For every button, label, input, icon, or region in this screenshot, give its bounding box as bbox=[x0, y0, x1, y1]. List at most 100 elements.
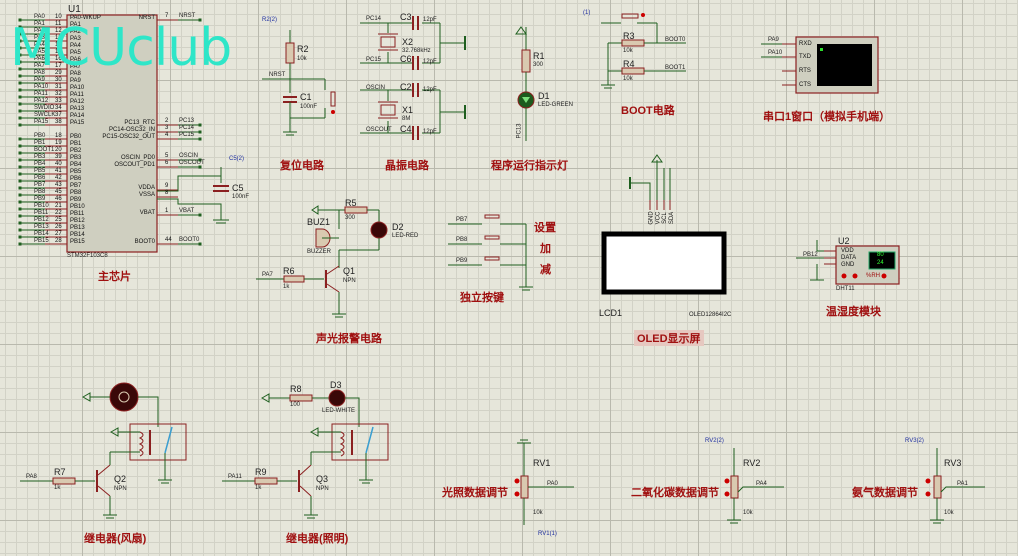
net-terminal[interactable] bbox=[18, 193, 22, 197]
net-terminal[interactable] bbox=[198, 137, 202, 141]
net-terminal[interactable] bbox=[18, 53, 22, 57]
rv1-net: PA0 bbox=[547, 481, 558, 487]
oled-display[interactable] bbox=[601, 154, 727, 295]
net-terminal[interactable] bbox=[198, 123, 202, 127]
net-terminal[interactable] bbox=[18, 221, 22, 225]
uart-terminal[interactable] bbox=[761, 36, 879, 94]
dht11-sensor[interactable] bbox=[796, 240, 900, 285]
mcu-pin-name: PA4 bbox=[70, 43, 81, 49]
net-terminal[interactable] bbox=[198, 130, 202, 134]
net-terminal[interactable] bbox=[18, 207, 22, 211]
mcu-pin-number: 46 bbox=[55, 196, 62, 202]
net-terminal[interactable] bbox=[18, 172, 22, 176]
net-terminal[interactable] bbox=[18, 88, 22, 92]
mcu-body[interactable] bbox=[66, 14, 158, 253]
x1-value: 8M bbox=[402, 116, 411, 122]
net-terminal[interactable] bbox=[18, 242, 22, 246]
rv2-net: PA4 bbox=[756, 481, 767, 487]
mcu-pin-name: PC14-OSC32_IN bbox=[108, 127, 155, 133]
mcu-pin-name: PB15 bbox=[70, 239, 85, 245]
net-terminal[interactable] bbox=[198, 158, 202, 162]
reset-circuit[interactable] bbox=[262, 30, 336, 136]
mcu-pin-number: 44 bbox=[165, 237, 172, 243]
mcu-net-label: SWDIO bbox=[34, 105, 55, 111]
mcu-pin-number: 29 bbox=[55, 70, 62, 76]
mcu-net-label: PB0 bbox=[34, 133, 46, 139]
rv1-pot[interactable] bbox=[514, 439, 575, 525]
mcu-pin-name: VSSA bbox=[138, 192, 155, 198]
rv1-probe[interactable]: RV1(1) bbox=[538, 531, 557, 537]
run-led-net: PC13 bbox=[516, 123, 523, 139]
net-terminal[interactable] bbox=[18, 228, 22, 232]
mcu-net-label: PB12 bbox=[34, 217, 49, 223]
net-terminal[interactable] bbox=[198, 242, 202, 246]
crystal-circuit[interactable] bbox=[360, 16, 466, 140]
net-terminal[interactable] bbox=[18, 137, 22, 141]
mcu-pin-number: 10 bbox=[55, 14, 62, 20]
net-terminal[interactable] bbox=[18, 179, 22, 183]
mcu-pin-name: BOOT0 bbox=[134, 239, 155, 245]
net-terminal[interactable] bbox=[18, 165, 22, 169]
mcu-pin-name: PA10 bbox=[70, 85, 85, 91]
mcu-pin-name: PB12 bbox=[70, 218, 85, 224]
net-terminal[interactable] bbox=[18, 25, 22, 29]
keys-circuit[interactable] bbox=[448, 214, 533, 291]
net-terminal[interactable] bbox=[18, 60, 22, 64]
c5-probe[interactable]: C5(2) bbox=[229, 156, 245, 162]
net-terminal[interactable] bbox=[18, 102, 22, 106]
mcu-net-label: PB1 bbox=[34, 140, 46, 146]
run-led-circuit[interactable] bbox=[515, 26, 535, 141]
dht-unit[interactable]: %RH bbox=[866, 273, 881, 279]
rv2-pot[interactable] bbox=[724, 448, 785, 524]
net-terminal[interactable] bbox=[18, 144, 22, 148]
net-terminal[interactable] bbox=[18, 214, 22, 218]
net-terminal[interactable] bbox=[18, 74, 22, 78]
net-terminal[interactable] bbox=[18, 200, 22, 204]
r1-ref: R1 bbox=[533, 51, 545, 61]
relay-fan-circuit[interactable] bbox=[20, 382, 187, 519]
mcu-pin-number: 9 bbox=[165, 183, 169, 189]
rv3-probe[interactable]: RV3(2) bbox=[905, 438, 924, 444]
rv3-pot[interactable] bbox=[925, 448, 986, 524]
uart-pin-rxd: RXD bbox=[799, 41, 812, 47]
net-terminal[interactable] bbox=[198, 213, 202, 217]
buz1-ref: BUZ1 bbox=[307, 217, 331, 227]
mcu-net-label: PA10 bbox=[34, 84, 49, 90]
c5-capacitor[interactable] bbox=[157, 167, 229, 224]
uart-title: 串口1窗口（模拟手机端） bbox=[763, 111, 891, 123]
mcu-net-label: PB7 bbox=[34, 182, 46, 188]
net-terminal[interactable] bbox=[18, 235, 22, 239]
net-terminal[interactable] bbox=[18, 32, 22, 36]
alarm-circuit[interactable] bbox=[256, 205, 388, 318]
reset-probe[interactable]: R2(2) bbox=[262, 17, 278, 23]
relay-light-circuit[interactable] bbox=[222, 389, 389, 519]
net-terminal[interactable] bbox=[18, 109, 22, 113]
r8-value: 100 bbox=[290, 402, 301, 408]
net-terminal[interactable] bbox=[18, 151, 22, 155]
net-terminal[interactable] bbox=[18, 186, 22, 190]
boot-circuit[interactable] bbox=[601, 13, 686, 89]
rv2-probe[interactable]: RV2(2) bbox=[705, 438, 724, 444]
boot-probe[interactable]: (1) bbox=[583, 10, 591, 16]
net-terminal[interactable] bbox=[18, 39, 22, 43]
net-terminal[interactable] bbox=[18, 116, 22, 120]
oled-title: OLED显示屏 bbox=[634, 330, 704, 346]
mcu-pin-number: 3 bbox=[165, 125, 169, 131]
mcu-pin-name: PB3 bbox=[70, 155, 82, 161]
net-terminal[interactable] bbox=[18, 18, 22, 22]
mcu-net-label: PA9 bbox=[34, 77, 45, 83]
mcu-net-label: OSCOUT bbox=[179, 160, 205, 166]
net-pc14: PC14 bbox=[366, 16, 382, 22]
mcu-net-label: PA7 bbox=[34, 63, 45, 69]
net-terminal[interactable] bbox=[18, 123, 22, 127]
net-terminal[interactable] bbox=[18, 81, 22, 85]
net-terminal[interactable] bbox=[198, 18, 202, 22]
d2-value: LED-RED bbox=[392, 233, 419, 239]
mcu-pin-name: PA3 bbox=[70, 36, 81, 42]
net-terminal[interactable] bbox=[198, 165, 202, 169]
mcu-pin-name: PB9 bbox=[70, 197, 82, 203]
net-terminal[interactable] bbox=[18, 95, 22, 99]
net-terminal[interactable] bbox=[18, 158, 22, 162]
net-terminal[interactable] bbox=[18, 67, 22, 71]
net-terminal[interactable] bbox=[18, 46, 22, 50]
